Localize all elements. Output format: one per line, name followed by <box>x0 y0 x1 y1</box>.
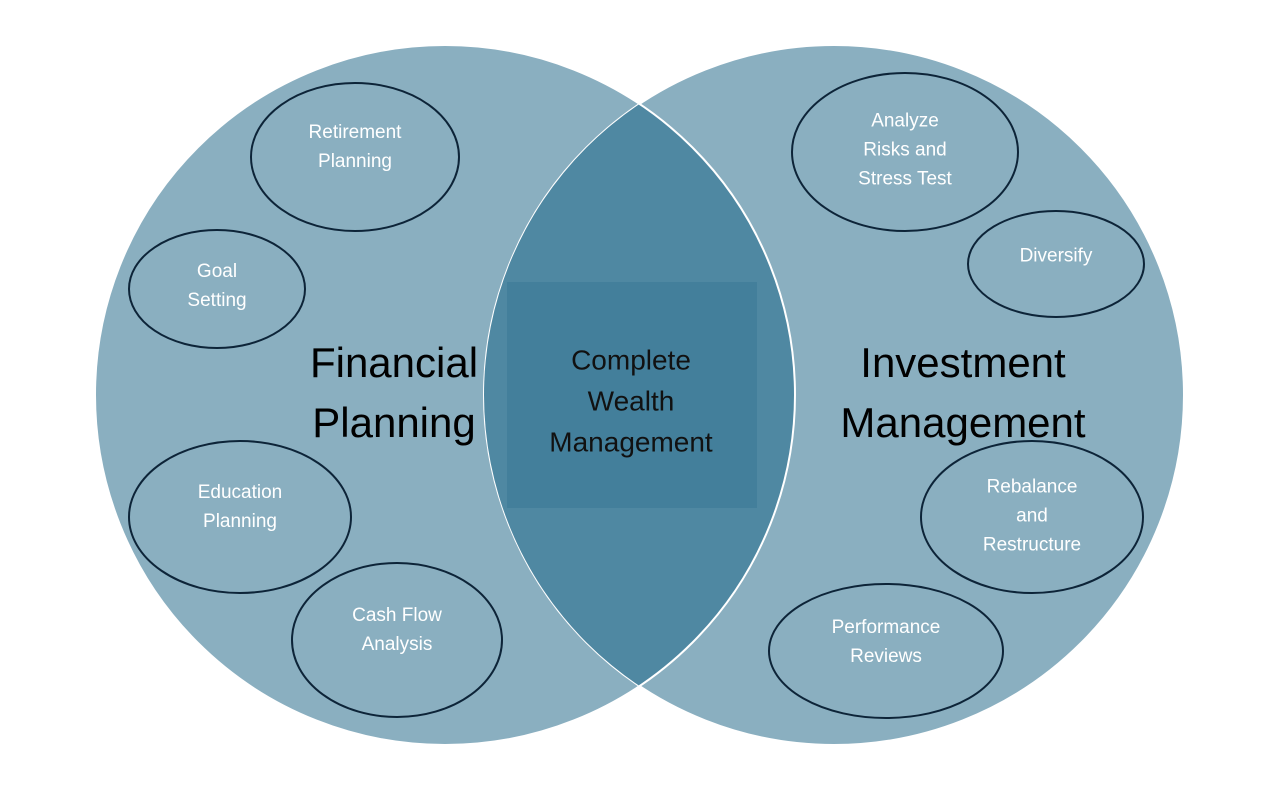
analyze-risks-label: Analyze Risks and Stress Test <box>858 110 952 190</box>
diversify-ellipse <box>967 210 1145 318</box>
performance-reviews-ellipse <box>768 583 1004 719</box>
financial-planning-title: Financial Planning <box>309 339 479 446</box>
overlap-region <box>484 45 795 745</box>
rebalance-ellipse <box>920 440 1144 594</box>
performance-reviews-label: Performance Reviews <box>831 617 941 667</box>
center-box <box>507 282 757 508</box>
education-planning-label: Education Planning <box>197 482 283 532</box>
education-planning-ellipse <box>128 440 352 594</box>
retirement-planning-ellipse <box>250 82 460 232</box>
diversify-label: Diversify <box>1019 245 1093 267</box>
rebalance-restructure-label: Rebalance and Restructure <box>982 476 1082 556</box>
investment-management-title: Investment Management <box>840 339 1086 446</box>
retirement-planning-label: Retirement Planning <box>308 122 402 172</box>
cash-flow-analysis-label: Cash Flow Analysis <box>352 605 442 655</box>
cash-flow-analysis-ellipse <box>291 562 503 718</box>
complete-wealth-management-title: Complete Wealth Management <box>549 344 713 458</box>
analyze-risks-ellipse <box>791 72 1019 232</box>
goal-setting-ellipse <box>128 229 306 349</box>
left-circle-edge <box>94 44 796 746</box>
goal-setting-label: Goal Setting <box>187 261 247 311</box>
